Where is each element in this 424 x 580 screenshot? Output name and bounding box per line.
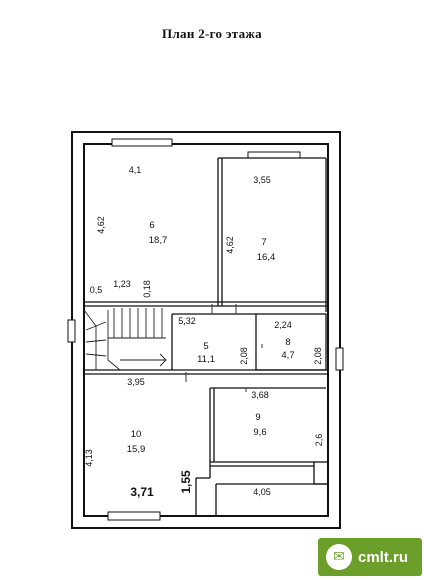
dimension-label: 3,68 [251, 390, 269, 400]
windows [67, 138, 344, 521]
room-7-area: 16,4 [257, 252, 276, 263]
outer-walls [71, 131, 341, 529]
dimension-label: 2,08 [313, 347, 323, 365]
dimension-label-bold: 1,55 [179, 470, 193, 494]
dimension-label: 4,62 [225, 236, 235, 254]
dimension-label-bold: 3,71 [130, 485, 154, 499]
dimension-label: 4,62 [96, 216, 106, 234]
room-5-number: 5 [203, 341, 208, 352]
dimension-label: 5,32 [178, 316, 196, 326]
dimension-label: 4,1 [129, 165, 142, 175]
dimension-label: 4,05 [253, 487, 271, 497]
room-6-number: 6 [149, 220, 154, 231]
room-10-area: 15,9 [127, 444, 146, 455]
watermark-text: cmlt.ru [358, 548, 409, 566]
room-6-area: 18,7 [149, 235, 168, 246]
dimension-label: 0,18 [142, 280, 152, 298]
window-top-right [247, 151, 301, 159]
window-top-left [111, 138, 173, 147]
window-bottom [107, 511, 161, 521]
dimension-label: 0,5 [90, 285, 103, 295]
room-5-area: 11,1 [197, 354, 215, 365]
room-7-number: 7 [261, 237, 266, 248]
dimension-label: 3,95 [127, 377, 145, 387]
room-8-number: 8 [285, 337, 290, 348]
dimension-label: 4,13 [84, 449, 94, 467]
dimension-label: 2,24 [274, 320, 292, 330]
window-right [335, 347, 344, 371]
room-8-area: 4,7 [281, 350, 294, 361]
dimension-label: 3,55 [253, 175, 271, 185]
dimension-label: 2,6 [314, 434, 324, 447]
room-9-number: 9 [255, 412, 260, 423]
watermark: ✉ cmlt.ru [318, 538, 422, 576]
plan-title: План 2-го этажа [162, 26, 262, 41]
dimension-label: 1,23 [113, 279, 131, 289]
staircase [83, 308, 167, 371]
dimension-label: 2,08 [239, 347, 249, 365]
window-left [67, 319, 76, 343]
room-9-area: 9,6 [253, 427, 266, 438]
interior-walls [84, 157, 329, 516]
chat-bubble-icon: ✉ [326, 544, 352, 570]
room-10-number: 10 [131, 429, 142, 440]
